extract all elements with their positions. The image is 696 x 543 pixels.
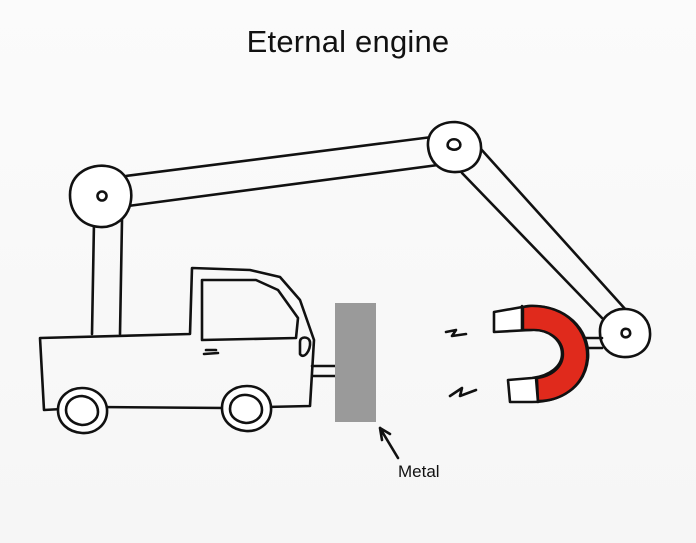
- metal-pointer-arrow: [378, 426, 400, 460]
- truck-headlight: [298, 336, 312, 358]
- metal-block: [335, 303, 376, 422]
- force-lines-lower: [448, 386, 478, 398]
- truck-wheel-rear: [56, 386, 109, 435]
- truck-body: [38, 266, 316, 412]
- joint-top: [426, 120, 483, 174]
- force-lines-upper: [444, 328, 468, 338]
- crane-boom-lower: [460, 146, 628, 320]
- joint-right: [598, 307, 652, 359]
- truck-door-handle: [202, 348, 220, 356]
- joint-left: [68, 164, 133, 229]
- magnet-connector: [584, 336, 604, 350]
- magnet-red-pole: [521, 304, 589, 403]
- truck-wheel-front: [220, 384, 273, 433]
- crane-mast: [90, 218, 124, 336]
- metal-label: Metal: [398, 462, 440, 481]
- crane-boom-upper: [124, 135, 440, 208]
- truck-cab-window: [200, 278, 300, 342]
- slide-title: Eternal engine: [246, 24, 450, 59]
- truck-bumper-bar: [310, 364, 338, 378]
